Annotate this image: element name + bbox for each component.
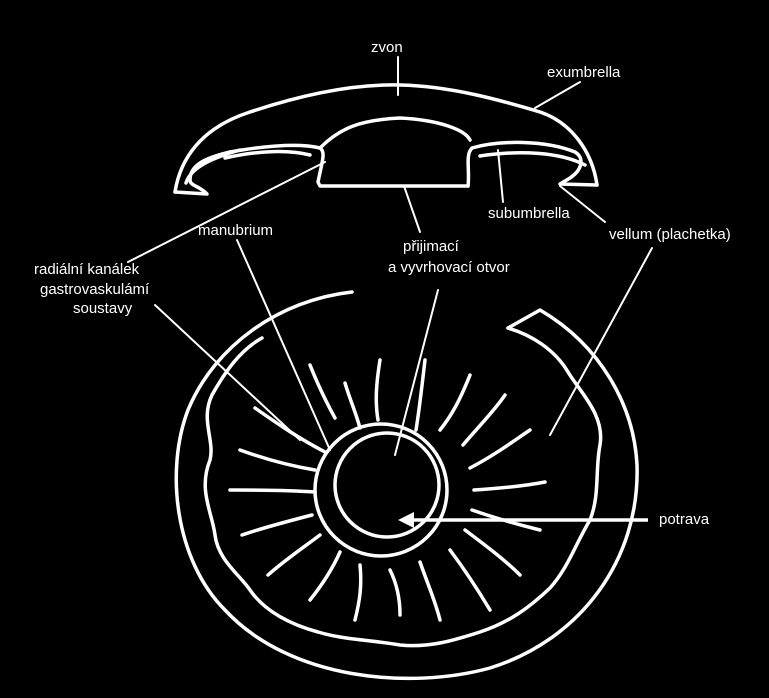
label-zvon: zvon — [371, 39, 403, 57]
label-mouth-line2: a vyvrhovací otvor — [388, 259, 510, 277]
bell-right-cavity — [468, 142, 597, 186]
subumbrella-top — [320, 118, 470, 148]
subumbrella-left-line — [225, 152, 310, 158]
inner-wavy-margin — [205, 328, 600, 646]
label-potrava: potrava — [659, 511, 709, 529]
bell-side-view — [175, 85, 597, 194]
radial-canals — [230, 360, 545, 620]
label-radial-line3: soustavy — [73, 300, 132, 318]
label-subumbrella: subumbrella — [488, 205, 570, 223]
medusa-top-view — [176, 292, 637, 678]
bell-left-outer-fold — [175, 152, 230, 194]
label-vellum: vellum (plachetka) — [609, 226, 731, 244]
label-radial-line2: gastrovaskulámí — [40, 281, 149, 299]
leader-lines — [128, 57, 652, 455]
label-manubrium: manubrium — [198, 222, 273, 240]
exumbrella-outline — [175, 85, 597, 192]
subumbrella-right-inner — [480, 153, 585, 165]
label-mouth-line1: přijimací — [403, 238, 459, 256]
label-radial-line1: radiální kanálek — [34, 261, 139, 279]
label-exumbrella: exumbrella — [547, 64, 620, 82]
